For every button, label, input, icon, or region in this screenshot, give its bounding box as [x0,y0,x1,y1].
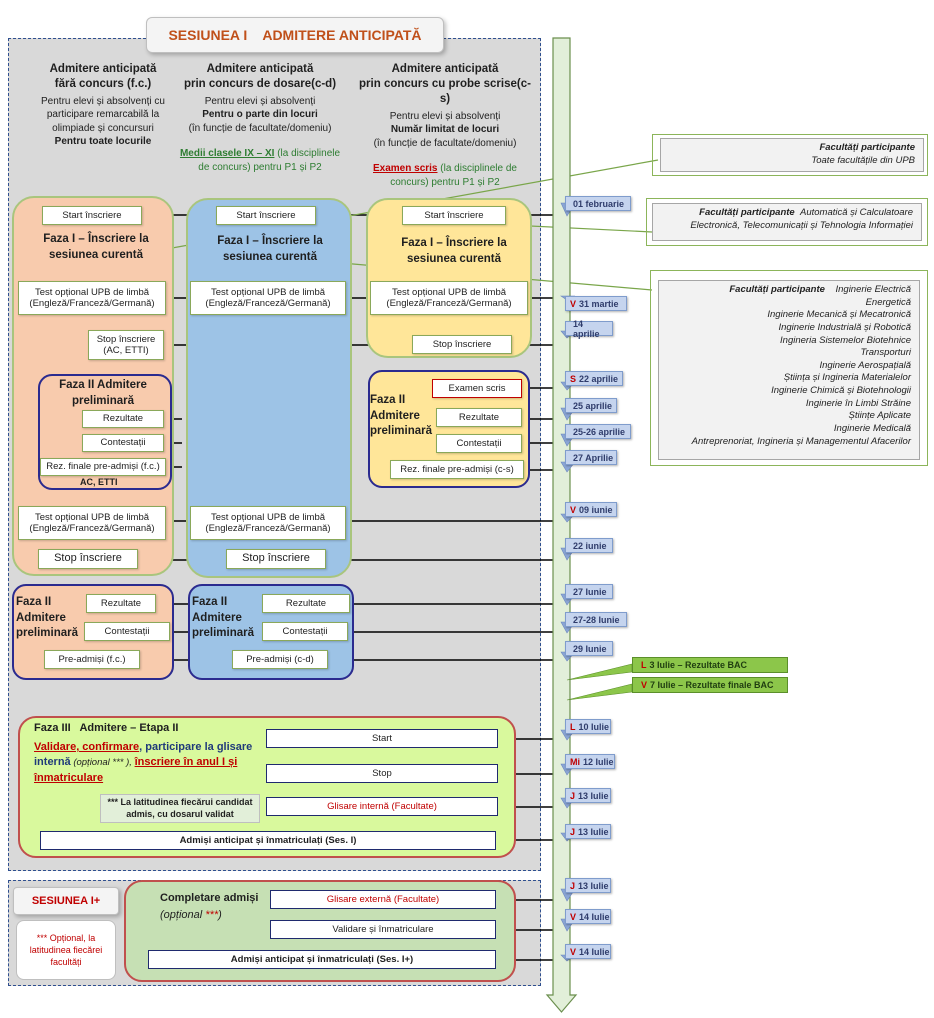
cs-start-button[interactable]: Start înscriere [402,206,506,225]
date-label: 22 iunie [565,538,613,553]
cd-test-button[interactable]: Test opțional UPB de limbă (Engleză/Fran… [190,281,346,315]
fc-phase1-title: Faza I – Înscriere la sesiunea curentă [43,233,149,261]
date-label: 14 aprilie [565,319,613,339]
date-label: 25-26 aprilie [565,424,631,439]
faculties-cd-frame [646,198,928,246]
faculties-cs-note: Facultăți participante Inginerie Electri… [658,280,920,460]
date-label: 27 Aprilie [565,450,617,465]
glisare-externa-button[interactable]: Glisare externă (Facultate) [270,890,496,909]
date-label: 27 Iunie [565,584,613,599]
date-label: 01 februarie [565,196,631,211]
fc-test-button[interactable]: Test opțional UPB de limbă (Engleză/Fran… [18,281,166,315]
cd-results-button[interactable]: Rezultate [262,594,350,613]
cs-results-button[interactable]: Rezultate [436,408,522,427]
fc-ac-etti-label: AC, ETTI [80,477,118,487]
cd-preadmisi-button[interactable]: Pre-admiși (c-d) [232,650,328,669]
completare-title: Completare admiși (opțional ***) [160,892,259,921]
cs-phase2-title: Faza II Admitere preliminară [370,394,432,438]
fc-results2-button[interactable]: Rezultate [86,594,156,613]
fc-preadmisi-button[interactable]: Pre-admiși (f.c.) [44,650,140,669]
cd-phase2-title: Faza II Admitere preliminară [192,596,254,640]
fc-start-button[interactable]: Start înscriere [42,206,142,225]
cd-contest-button[interactable]: Contestații [262,622,348,641]
validare-button[interactable]: Validare și înmatriculare [270,920,496,939]
cs-exam-button[interactable]: Examen scris [432,379,522,398]
cs-stop-button[interactable]: Stop înscriere [412,335,512,354]
fc-contest-button[interactable]: Contestații [82,434,164,452]
session1-title: SESIUNEA I ADMITERE ANTICIPATĂ [146,17,444,53]
cs-contest-button[interactable]: Contestații [436,434,522,453]
fc-stop-button[interactable]: Stop înscriere [38,549,138,569]
faculties-cd-note: Facultăți participante Automatică și Cal… [652,203,922,241]
cd-start-button[interactable]: Start înscriere [216,206,316,225]
session1plus-note: *** Opțional, la latitudinea fiecărei fa… [16,920,116,980]
fc-test2-button[interactable]: Test opțional UPB de limbă (Engleză/Fran… [18,506,166,540]
fc-phase2b-title: Faza II Admitere preliminară [16,596,78,640]
phase3-stop-button[interactable]: Stop [266,764,498,783]
phase3-note: *** La latitudinea fiecărui candidat adm… [100,794,260,824]
phase3-glisare-button[interactable]: Glisare internă (Facultate) [266,797,498,816]
phase3-admisi-button[interactable]: Admiși anticipat și înmatriculați (Ses. … [40,831,496,850]
faculties-fc-frame [652,134,928,176]
cd-phase1-title: Faza I – Înscriere la sesiunea curentă [217,235,323,263]
session1plus-title: SESIUNEA I+ [13,887,119,915]
fc-results-button[interactable]: Rezultate [82,410,164,428]
fc-stop-ac-button[interactable]: Stop înscriere (AC, ETTI) [88,330,164,360]
fc-contest2-button[interactable]: Contestații [84,622,170,641]
date-label: 27-28 Iunie [565,612,627,627]
cs-final-button[interactable]: Rez. finale pre-admiși (c-s) [390,460,524,479]
cs-test-button[interactable]: Test opțional UPB de limbă (Engleză/Fran… [370,281,528,315]
phase3-start-button[interactable]: Start [266,729,498,748]
cs-phase1-title: Faza I – Înscriere la sesiunea curentă [401,237,507,265]
date-label: 29 Iunie [565,641,613,656]
fc-phase2-title: Faza II Admitere preliminară [59,379,147,407]
phase3-description: Validare, confirmare, participare la gli… [34,741,253,784]
cd-stop-button[interactable]: Stop înscriere [226,549,326,569]
phase3-title: Faza III Admitere – Etapa II [34,722,179,734]
cd-test2-button[interactable]: Test opțional UPB de limbă (Engleză/Fran… [190,506,346,540]
fc-final-button[interactable]: Rez. finale pre-admiși (f.c.) [40,458,166,476]
faculties-cs-frame [650,270,928,466]
date-label: 25 aprilie [565,398,617,413]
session1plus-admisi-button[interactable]: Admiși anticipat și înmatriculați (Ses. … [148,950,496,969]
